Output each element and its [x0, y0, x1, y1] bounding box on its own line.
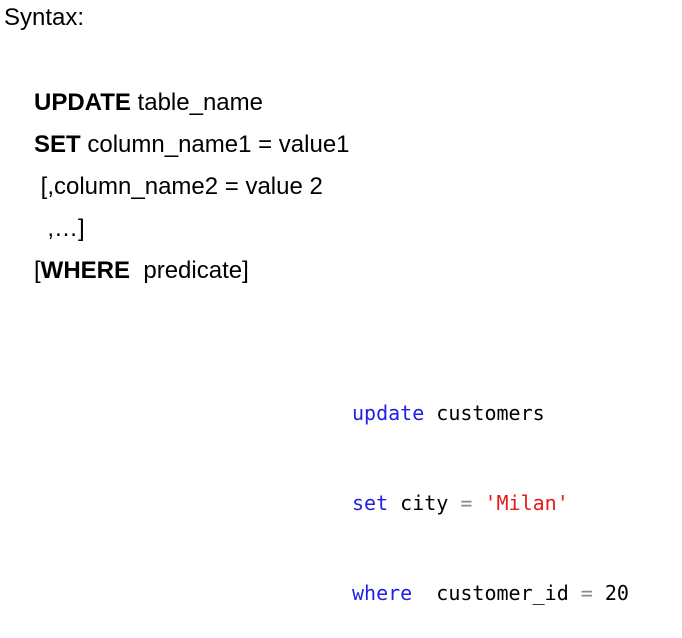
code-text: customers: [424, 401, 545, 425]
code-keyword-set: set: [352, 491, 389, 515]
code-line-set: set city = 'Milan': [352, 488, 629, 518]
code-keyword-update: update: [352, 401, 425, 425]
code-text: customer_id: [412, 581, 581, 605]
syntax-text: column_name1 = value1: [80, 131, 350, 158]
keyword-update: UPDATE: [34, 89, 131, 116]
syntax-line-column2: [,column_name2 = value 2: [34, 172, 323, 202]
code-operator: =: [580, 581, 593, 605]
syntax-heading: Syntax:: [4, 4, 85, 31]
code-space: [472, 491, 484, 515]
code-operator: =: [460, 491, 473, 515]
code-line-update: update customers: [352, 398, 629, 428]
code-line-where: where customer_id = 20: [352, 578, 629, 608]
syntax-text: [,column_name2 = value 2: [34, 173, 323, 200]
syntax-line-set: SET column_name1 = value1: [34, 130, 350, 160]
syntax-line-where: [WHERE predicate]: [34, 256, 249, 286]
syntax-text: [: [34, 257, 41, 284]
syntax-line-update: UPDATE table_name: [34, 88, 263, 118]
syntax-text: ,…]: [34, 215, 85, 242]
syntax-text: table_name: [130, 89, 263, 116]
syntax-line-ellipsis: ,…]: [34, 214, 85, 244]
keyword-set: SET: [34, 131, 81, 158]
syntax-text: predicate]: [130, 257, 249, 284]
code-text: city: [388, 491, 461, 515]
code-text: 20: [592, 581, 629, 605]
code-string-literal: 'Milan': [484, 491, 569, 515]
keyword-where: WHERE: [40, 257, 131, 284]
code-example: update customers set city = 'Milan' wher…: [352, 338, 629, 638]
code-keyword-where: where: [352, 581, 413, 605]
